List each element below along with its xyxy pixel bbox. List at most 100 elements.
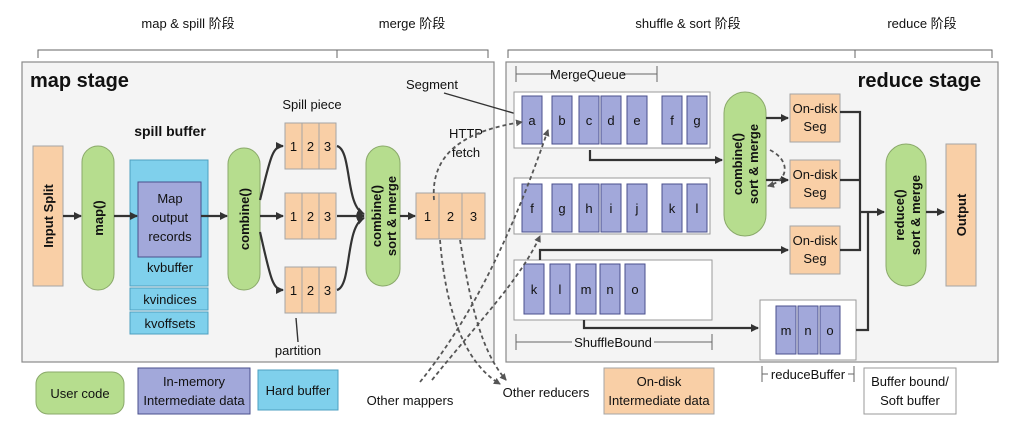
arrow-combine-to-piece-3 <box>258 231 284 294</box>
phase-bracket-shuffle <box>507 49 856 58</box>
kvbuffer-label: kvbuffer <box>147 260 194 275</box>
row-3-segment-cell <box>549 263 571 315</box>
spill-piece-1-label: 2 <box>307 139 314 154</box>
arrow-row-1-to-combine <box>588 150 723 164</box>
ondisk-seg-3-line-2: Seg <box>803 251 826 266</box>
dash-segment-to-other-reducers-1 <box>439 239 501 385</box>
reduce-sort-merge-box <box>885 143 927 287</box>
dash-other-mappers-to-row-2 <box>431 235 541 381</box>
ondisk-seg-2-line-2: Seg <box>803 185 826 200</box>
merged-segment-label: 2 <box>447 209 454 224</box>
output-label: Output <box>954 193 969 236</box>
reduce-buffer-cell <box>797 305 819 355</box>
row-2-segment-cell <box>578 183 600 233</box>
row-3-segment-cell <box>599 263 621 315</box>
kvindices-label: kvindices <box>143 292 197 307</box>
row-2-segment-label: j <box>635 201 639 216</box>
phase-headers: map & spill 阶段 merge 阶段 shuffle & sort 阶… <box>37 16 993 58</box>
ondisk-seg-1 <box>789 93 841 143</box>
line-segment-pointer <box>443 92 521 117</box>
arrow-row-3-to-seg-3 <box>538 246 789 260</box>
row-3-segment-label: m <box>581 282 592 297</box>
row-2-segment-cell <box>521 183 543 233</box>
row-1-segment-cell <box>661 95 683 145</box>
arrow-piece-1-to-merge <box>336 144 365 216</box>
legend-in-memory <box>137 367 251 415</box>
arrow-row-3-to-reduce-buffer <box>582 320 759 332</box>
map-output-line-3: records <box>148 229 192 244</box>
legend-user-code-label: User code <box>50 386 109 401</box>
row-2-segment-cell <box>600 183 622 233</box>
map-output-line-2: output <box>152 210 189 225</box>
map-output-line-1: Map <box>157 191 182 206</box>
map-output-records-box <box>137 181 202 258</box>
ondisk-seg-2 <box>789 159 841 209</box>
kvindices-box <box>129 287 209 311</box>
row-2-segment-cell <box>686 183 708 233</box>
row-1-segment-label: a <box>528 113 536 128</box>
combine-sort-merge-map-line-2: sort & merge <box>384 176 399 256</box>
line-buffer-to-reduce <box>856 212 870 332</box>
merged-segment-cell <box>461 192 486 240</box>
reduce-sort-merge-line-2: sort & merge <box>908 175 923 255</box>
partition-label: partition <box>275 343 321 358</box>
reduce-buffer-cell-label: m <box>781 323 792 338</box>
http-fetch-line-1: HTTP <box>449 126 483 141</box>
phase-map-spill: map & spill 阶段 <box>141 16 234 31</box>
legend-on-disk-line-2: Intermediate data <box>608 393 710 408</box>
legend-buffer-bound-line-1: Buffer bound/ <box>871 374 949 389</box>
map-stage-title: map stage <box>30 70 129 92</box>
reduce-buffer-label: reduceBuffer <box>771 367 846 382</box>
merge-queue-label: MergeQueue <box>550 67 626 82</box>
dash-segment-to-reducer <box>432 119 523 201</box>
input-split-label: Input Split <box>41 184 56 248</box>
shuffle-bound-label-bg <box>572 334 654 350</box>
ondisk-seg-3 <box>789 225 841 275</box>
phase-bracket-map <box>37 49 338 58</box>
merged-segment-label: 3 <box>470 209 477 224</box>
kvoffsets-label: kvoffsets <box>144 316 196 331</box>
kvoffsets-box <box>129 311 209 335</box>
row-3-segment-label: o <box>631 282 638 297</box>
spill-buffer-label: spill buffer <box>134 123 206 139</box>
other-reducers-label: Other reducers <box>503 385 590 400</box>
spill-piece-1-label: 3 <box>324 139 331 154</box>
line-partition-pointer <box>295 317 299 343</box>
merge-queue-label-bg <box>554 67 622 81</box>
merged-segment-label: 1 <box>424 209 431 224</box>
legend-on-disk <box>603 367 715 415</box>
row-2-segment-cell <box>551 183 573 233</box>
row-1-segment-cell <box>551 95 573 145</box>
row-3-segment-cell <box>575 263 597 315</box>
reduce-buffer-cell <box>819 305 841 355</box>
map-function-box <box>81 145 115 291</box>
row-1-segment-cell <box>578 95 600 145</box>
row-3-segment-cell <box>523 263 545 315</box>
legend-in-memory-line-1: In-memory <box>163 374 226 389</box>
legend-hard-buffer <box>257 369 339 411</box>
legend-user-code <box>35 371 125 415</box>
spill-piece-2-cell <box>318 192 337 240</box>
arrow-piece-3-to-merge <box>336 216 365 292</box>
dash-other-mappers-to-row-1 <box>419 129 550 383</box>
row-2-segment-cell <box>626 183 648 233</box>
spill-piece-2-label: 1 <box>290 209 297 224</box>
row-2-segment-label: i <box>610 201 613 216</box>
row-2-segment-label: h <box>585 201 592 216</box>
other-mappers-label: Other mappers <box>367 393 454 408</box>
phase-bracket-reduce <box>854 49 993 58</box>
row-3-segment-label: n <box>606 282 613 297</box>
row-3-segment-label: k <box>531 282 538 297</box>
spill-piece-1-cell <box>318 122 337 170</box>
row-2-segment-label: g <box>558 201 565 216</box>
row-2-segment-label: f <box>530 201 534 216</box>
ondisk-seg-3-line-1: On-disk <box>793 233 838 248</box>
row-1-segment-cell <box>686 95 708 145</box>
line-seg-3-to-reduce <box>840 212 862 252</box>
phase-shuffle-sort: shuffle & sort 阶段 <box>635 16 740 31</box>
row-1-segment-label: e <box>633 113 640 128</box>
